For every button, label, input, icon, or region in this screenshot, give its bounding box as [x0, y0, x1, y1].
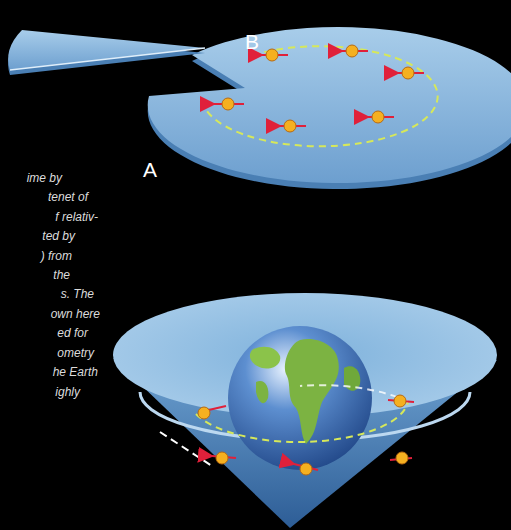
caption-line: own here — [51, 307, 100, 321]
caption-line: f relativ- — [55, 210, 98, 224]
transported-vectors — [214, 45, 424, 132]
caption-line: ted by — [42, 229, 75, 243]
caption-line: s. The — [61, 287, 94, 301]
cone-vectors — [198, 395, 414, 475]
flat-disk — [148, 27, 511, 183]
caption-line: ed for — [57, 326, 88, 340]
caption-line: ometry — [57, 346, 94, 360]
wedge-highlight — [10, 48, 205, 70]
removed-wedge — [8, 30, 205, 70]
transport-path — [205, 46, 438, 146]
caption-line: ) from — [41, 249, 72, 263]
earth — [228, 326, 372, 470]
caption-line: ime by — [27, 171, 62, 185]
cone-seam — [160, 432, 212, 466]
caption-line: ighly — [55, 385, 80, 399]
point-label: B — [245, 31, 259, 53]
point-label: A — [143, 159, 157, 181]
caption-line: he Earth — [53, 365, 98, 379]
caption-line: tenet of — [48, 190, 88, 204]
caption-line: the — [53, 268, 70, 282]
cone-transport-path — [196, 402, 408, 442]
